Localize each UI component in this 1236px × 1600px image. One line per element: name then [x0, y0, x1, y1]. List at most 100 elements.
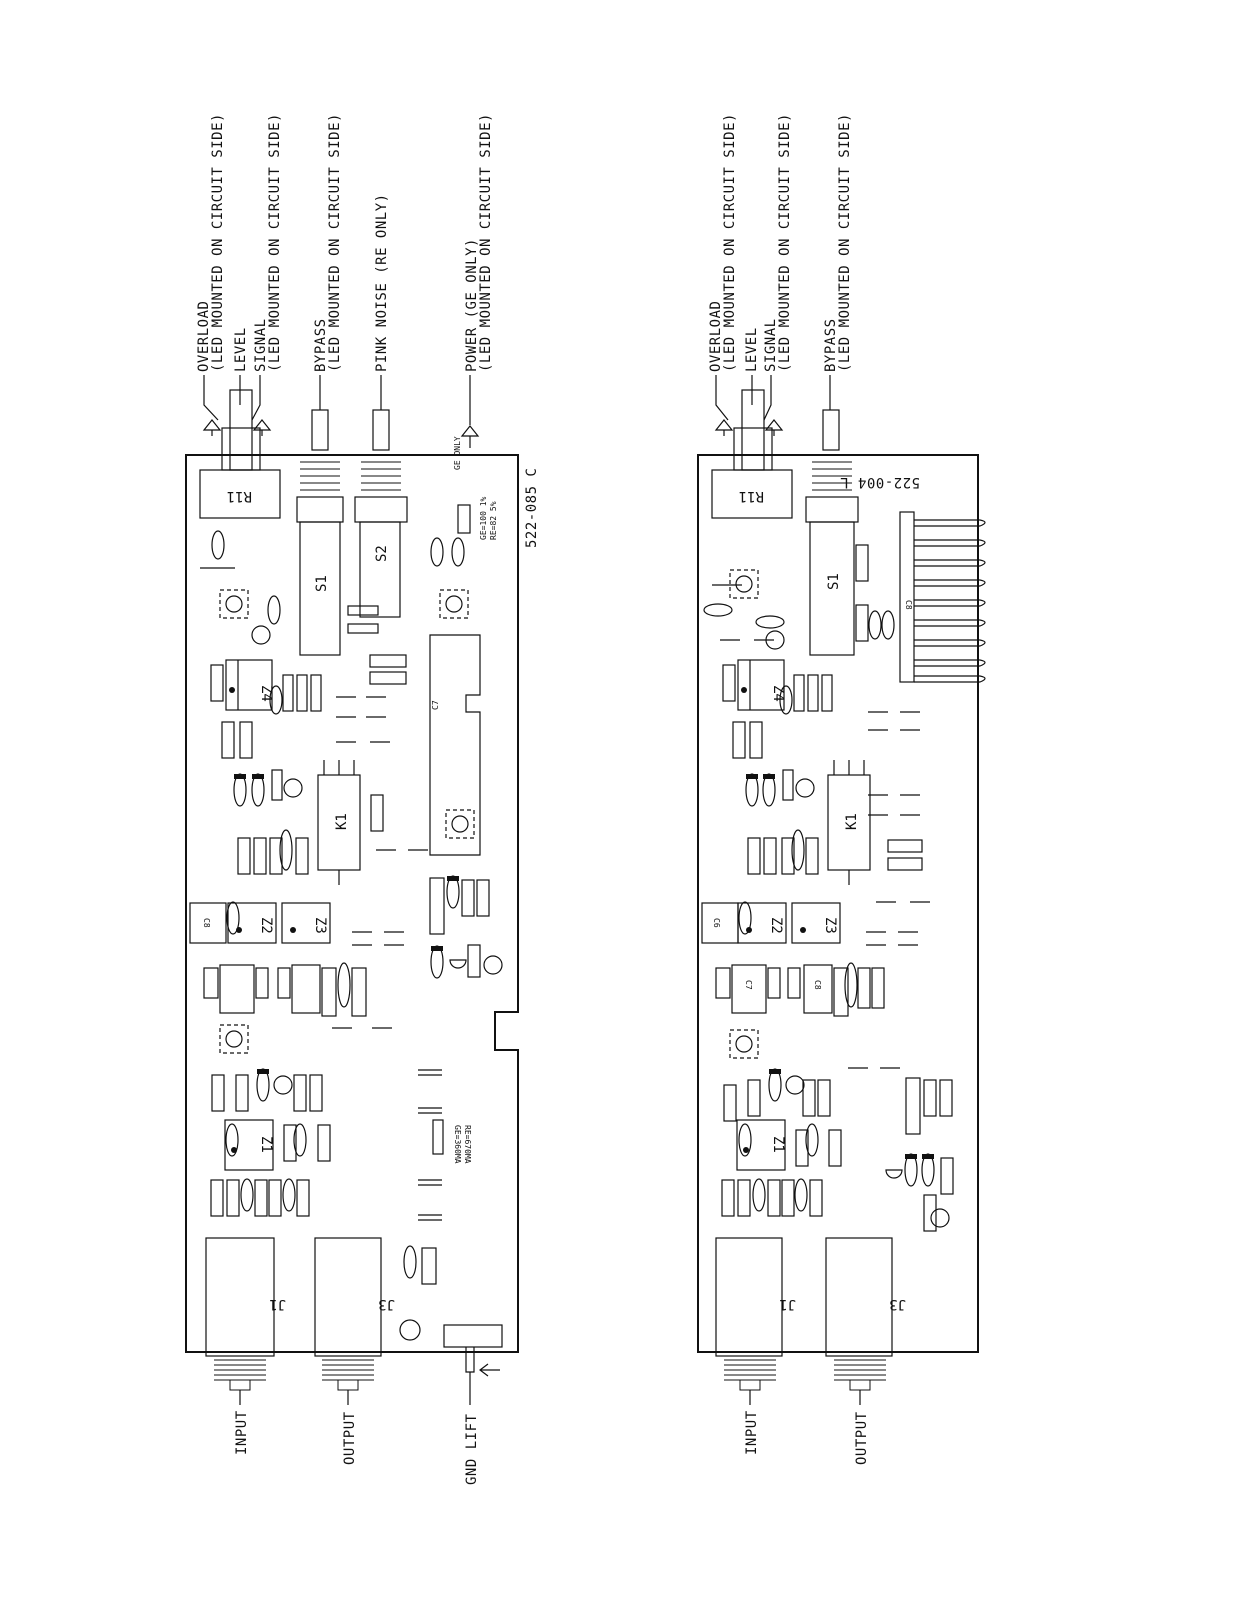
- left-small-caps: [211, 530, 503, 1279]
- left-r11: [199, 469, 281, 519]
- left-label-level: LEVEL: [233, 327, 249, 372]
- right-board-outline: [697, 454, 979, 1353]
- right-s1-label: S1: [826, 573, 842, 590]
- right-label-bypass: BYPASS: [823, 318, 839, 372]
- right-l3: [887, 839, 923, 853]
- right-label-overload-note: (LED MOUNTED ON CIRCUIT SIDE): [722, 113, 738, 372]
- right-j2-header: [899, 511, 986, 683]
- right-c8-label: C8: [813, 980, 822, 990]
- left-gnd-lift-switch: [443, 1324, 503, 1348]
- left-label-power-note: (LED MOUNTED ON CIRCUIT SIDE): [478, 113, 494, 372]
- left-gnd-screw: [399, 1319, 421, 1341]
- right-j1-label: J1: [779, 1296, 796, 1312]
- left-l3: [369, 654, 407, 668]
- right-wire-jumpers: [712, 584, 930, 1069]
- left-leader-lines: [203, 375, 471, 425]
- right-label-bypass-note: (LED MOUNTED ON CIRCUIT SIDE): [837, 113, 853, 372]
- left-j1: [205, 1237, 275, 1357]
- left-j1-label: J1: [269, 1296, 286, 1312]
- left-label-input: INPUT: [234, 1410, 250, 1455]
- left-board-outline: [185, 454, 519, 1353]
- left-p1-note-re: RE=670MA: [463, 1125, 472, 1164]
- right-small-caps: [703, 603, 950, 1228]
- left-z1-label: Z1: [258, 1136, 274, 1153]
- left-s1-label: S1: [314, 575, 330, 592]
- right-jack-threads: [724, 1359, 886, 1391]
- left-label-output: OUTPUT: [342, 1411, 358, 1465]
- left-jack-threads: [214, 1359, 374, 1391]
- left-c8: [291, 964, 321, 1014]
- right-leader-lines: [715, 375, 831, 421]
- left-s2-label: S2: [374, 545, 390, 562]
- right-j3: [825, 1237, 893, 1357]
- right-label-signal: SIGNAL: [763, 318, 779, 372]
- left-label-gnd-lift: GND LIFT: [464, 1413, 480, 1485]
- right-r11-label: R11: [739, 488, 764, 504]
- left-e3-pads: [418, 1069, 442, 1221]
- left-part-number: 522-085 C: [524, 468, 540, 548]
- left-r33-note-re: RE=82 5%: [489, 501, 498, 540]
- left-r33: [457, 504, 471, 534]
- right-board: OVERLOAD (LED MOUNTED ON CIRCUIT SIDE) L…: [697, 113, 986, 1465]
- left-q1: [449, 959, 467, 969]
- right-z2-label: Z2: [768, 917, 784, 934]
- left-k1-label: K1: [334, 813, 350, 830]
- right-label-overload: OVERLOAD: [708, 301, 724, 372]
- left-d9-led: [460, 425, 480, 448]
- right-z4-label: Z4: [770, 685, 786, 702]
- right-level-knob: [714, 389, 784, 471]
- right-j3-label: J3: [889, 1296, 906, 1312]
- left-z4-label: Z4: [258, 685, 274, 702]
- left-label-bypass-note: (LED MOUNTED ON CIRCUIT SIDE): [327, 113, 343, 372]
- right-c6: [701, 902, 739, 944]
- left-c6-label: C8: [202, 918, 211, 928]
- left-j3: [314, 1237, 382, 1357]
- right-j1: [715, 1237, 783, 1357]
- left-l4: [369, 671, 407, 685]
- left-j3-label: J3: [378, 1296, 395, 1312]
- left-j2-label: C7: [431, 700, 440, 710]
- left-board: OVERLOAD (LED MOUNTED ON CIRCUIT SIDE) L…: [185, 113, 540, 1485]
- right-part-number: 522-004 L: [840, 474, 920, 490]
- right-j2-label: C8: [904, 600, 913, 610]
- right-diodes: [745, 773, 935, 1187]
- right-c7: [731, 964, 767, 1014]
- left-label-overload: OVERLOAD: [196, 301, 212, 372]
- left-top-labels: OVERLOAD (LED MOUNTED ON CIRCUIT SIDE) L…: [196, 113, 494, 372]
- right-label-level: LEVEL: [744, 327, 760, 372]
- left-r33-note-ge: GE=100 1%: [479, 496, 488, 540]
- right-k1-label: K1: [844, 813, 860, 830]
- left-label-bypass: BYPASS: [313, 318, 329, 372]
- left-diodes: [233, 773, 460, 1102]
- right-c6-label: C6: [712, 918, 721, 928]
- right-c8: [803, 964, 833, 1014]
- left-wire-jumpers: [200, 567, 428, 1029]
- right-z3-label: Z3: [822, 917, 838, 934]
- left-label-signal: SIGNAL: [253, 318, 269, 372]
- right-z1-label: Z1: [770, 1136, 786, 1153]
- right-label-input: INPUT: [744, 1410, 760, 1455]
- left-c6: [189, 902, 227, 944]
- right-ics: [736, 659, 841, 1171]
- left-label-overload-note: (LED MOUNTED ON CIRCUIT SIDE): [210, 113, 226, 372]
- left-c7: [219, 964, 255, 1014]
- right-label-signal-note: (LED MOUNTED ON CIRCUIT SIDE): [777, 113, 793, 372]
- left-z3-label: Z3: [312, 917, 328, 934]
- left-switches: [296, 409, 408, 656]
- right-c7-label: C7: [744, 980, 753, 990]
- left-z2-label: Z2: [258, 917, 274, 934]
- right-resistors: [715, 544, 954, 1232]
- left-mounting-holes: [219, 589, 475, 1054]
- left-r11-label: R11: [227, 488, 252, 504]
- right-r11: [711, 469, 793, 519]
- left-ics: [224, 659, 331, 1171]
- right-mounting-holes: [729, 569, 759, 1059]
- left-resistors: [203, 605, 490, 1285]
- right-top-labels: OVERLOAD (LED MOUNTED ON CIRCUIT SIDE) L…: [708, 113, 853, 372]
- left-label-power: POWER (GE ONLY): [464, 238, 480, 372]
- left-j2: [429, 634, 481, 856]
- left-label-signal-note: (LED MOUNTED ON CIRCUIT SIDE): [267, 113, 283, 372]
- left-p1-note-ge: GE=360MA: [453, 1125, 462, 1164]
- right-label-output: OUTPUT: [854, 1411, 870, 1465]
- left-ge-only-note: GE ONLY: [453, 436, 462, 470]
